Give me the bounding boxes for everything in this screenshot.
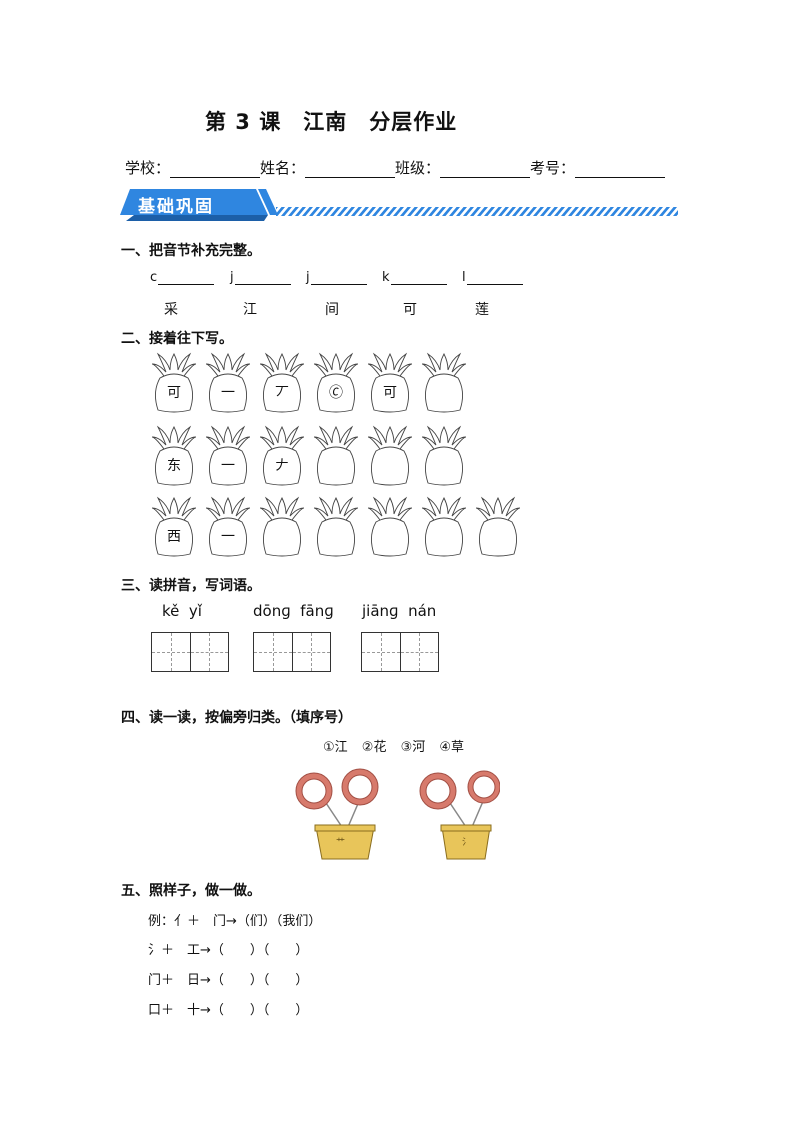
pineapple-icon xyxy=(259,496,305,557)
q1-char: 采 xyxy=(164,302,178,318)
pineapple-box[interactable] xyxy=(312,425,360,491)
q5-item-3[interactable]: 口＋ 十→（ ）（ ） xyxy=(148,1003,309,1018)
q1-char: 间 xyxy=(325,302,339,318)
flower-pot-right[interactable] xyxy=(419,770,500,860)
writing-grid[interactable] xyxy=(361,632,439,672)
pineapple-char: 可 xyxy=(167,385,181,401)
page-title: 第 3 课 江南 分层作业 xyxy=(205,110,458,134)
pineapple-icon xyxy=(367,496,413,557)
q3-pinyin-1: kě yǐ xyxy=(162,602,202,620)
section-banner-label: 基础巩固 xyxy=(138,197,214,217)
flower-pots xyxy=(295,768,500,860)
name-label: 姓名： xyxy=(260,159,306,177)
q5-example: 例：亻＋ 门→（们）（我们） xyxy=(148,914,322,929)
section-banner xyxy=(120,189,678,221)
pineapple-box[interactable] xyxy=(420,352,468,418)
pineapple-char: 一 xyxy=(221,385,235,401)
pineapple-icon xyxy=(151,425,197,486)
pineapple-char: 可 xyxy=(383,385,397,401)
pot-label-right: 氵 xyxy=(462,838,472,848)
q1-syllable-2: j xyxy=(230,270,291,285)
pineapple-box[interactable] xyxy=(366,425,414,491)
q5-item-1[interactable]: 氵＋ 工→（ ）（ ） xyxy=(148,943,309,958)
name-blank[interactable] xyxy=(305,161,396,178)
school-blank[interactable] xyxy=(170,161,261,178)
q4-heading: 四、读一读，按偏旁归类。（填序号） xyxy=(121,710,352,726)
syllable-blank[interactable] xyxy=(466,272,523,285)
flower-pot-left[interactable] xyxy=(295,768,379,860)
pineapple-box[interactable] xyxy=(366,496,414,562)
pineapple-icon xyxy=(205,496,251,557)
pineapple-char: 一 xyxy=(221,458,235,474)
q5-item-2[interactable]: 门＋ 日→（ ）（ ） xyxy=(148,973,309,988)
syllable-blank[interactable] xyxy=(158,272,215,285)
q4-options: ①江 ②花 ③河 ④草 xyxy=(323,740,465,755)
pineapple-icon xyxy=(205,425,251,486)
q1-char: 莲 xyxy=(475,302,489,318)
q3-heading: 三、读拼音，写词语。 xyxy=(121,578,261,594)
q1-char: 可 xyxy=(403,302,417,318)
syllable-blank[interactable] xyxy=(234,272,291,285)
q3-pinyin-2: dōnɡ fānɡ xyxy=(253,602,334,620)
pineapple-box[interactable] xyxy=(420,425,468,491)
q1-char: 江 xyxy=(243,302,257,318)
syllable-blank[interactable] xyxy=(310,272,367,285)
number-label: 考号： xyxy=(530,159,576,177)
pineapple-icon xyxy=(367,352,413,413)
pineapple-icon xyxy=(259,425,305,486)
writing-grid[interactable] xyxy=(151,632,229,672)
pineapple-box[interactable]: 一 xyxy=(204,496,252,562)
pineapple-box[interactable] xyxy=(312,496,360,562)
pineapple-char: 一 xyxy=(221,529,235,545)
pineapple-box[interactable]: 丆 xyxy=(258,352,306,418)
q1-heading: 一、把音节补充完整。 xyxy=(121,243,261,259)
pineapple-char: 🄫 xyxy=(329,385,343,401)
pineapple-char: 西 xyxy=(167,529,181,545)
q1-syllable-4: k xyxy=(382,270,447,285)
pineapple-icon xyxy=(367,425,413,486)
pineapple-icon xyxy=(151,496,197,557)
pineapple-box[interactable] xyxy=(474,496,522,562)
pineapple-icon xyxy=(151,352,197,413)
q1-syllable-5: l xyxy=(462,270,523,285)
q1-syllable-3: j xyxy=(306,270,367,285)
pineapple-box[interactable]: 一 xyxy=(204,352,252,418)
pineapple-icon xyxy=(475,496,521,557)
pot-label-left: 艹 xyxy=(336,838,346,848)
pineapple-box[interactable]: 一 xyxy=(204,425,252,491)
pineapple-icon xyxy=(259,352,305,413)
pineapple-icon xyxy=(313,496,359,557)
pineapple-icon xyxy=(313,352,359,413)
pineapple-icon xyxy=(421,496,467,557)
q1-syllable-1: c xyxy=(150,270,215,285)
pineapple-box[interactable] xyxy=(258,496,306,562)
pineapple-box[interactable] xyxy=(420,496,468,562)
pineapple-box[interactable]: 𠂇 xyxy=(258,425,306,491)
number-blank[interactable] xyxy=(575,161,666,178)
class-blank[interactable] xyxy=(440,161,531,178)
student-info-row: 学校： 姓名： 班级： 考号： xyxy=(125,157,666,178)
pineapple-char: 丆 xyxy=(275,385,289,401)
pineapple-icon xyxy=(313,425,359,486)
writing-grid[interactable] xyxy=(253,632,331,672)
pineapple-box[interactable]: 🄫 xyxy=(312,352,360,418)
pineapple-icon xyxy=(421,352,467,413)
q2-heading: 二、接着往下写。 xyxy=(121,331,233,347)
pineapple-icon xyxy=(205,352,251,413)
syllable-blank[interactable] xyxy=(390,272,447,285)
pineapple-char: 𠂇 xyxy=(275,458,289,474)
pineapple-box[interactable]: 东 xyxy=(150,425,198,491)
pineapple-box[interactable]: 西 xyxy=(150,496,198,562)
pineapple-char: 东 xyxy=(167,458,181,474)
pineapple-box[interactable]: 可 xyxy=(366,352,414,418)
school-label: 学校： xyxy=(125,159,171,177)
pineapple-box[interactable]: 可 xyxy=(150,352,198,418)
pineapple-icon xyxy=(421,425,467,486)
q5-heading: 五、照样子，做一做。 xyxy=(121,883,261,899)
class-label: 班级： xyxy=(395,159,441,177)
q3-pinyin-3: jiānɡ nán xyxy=(362,602,437,620)
